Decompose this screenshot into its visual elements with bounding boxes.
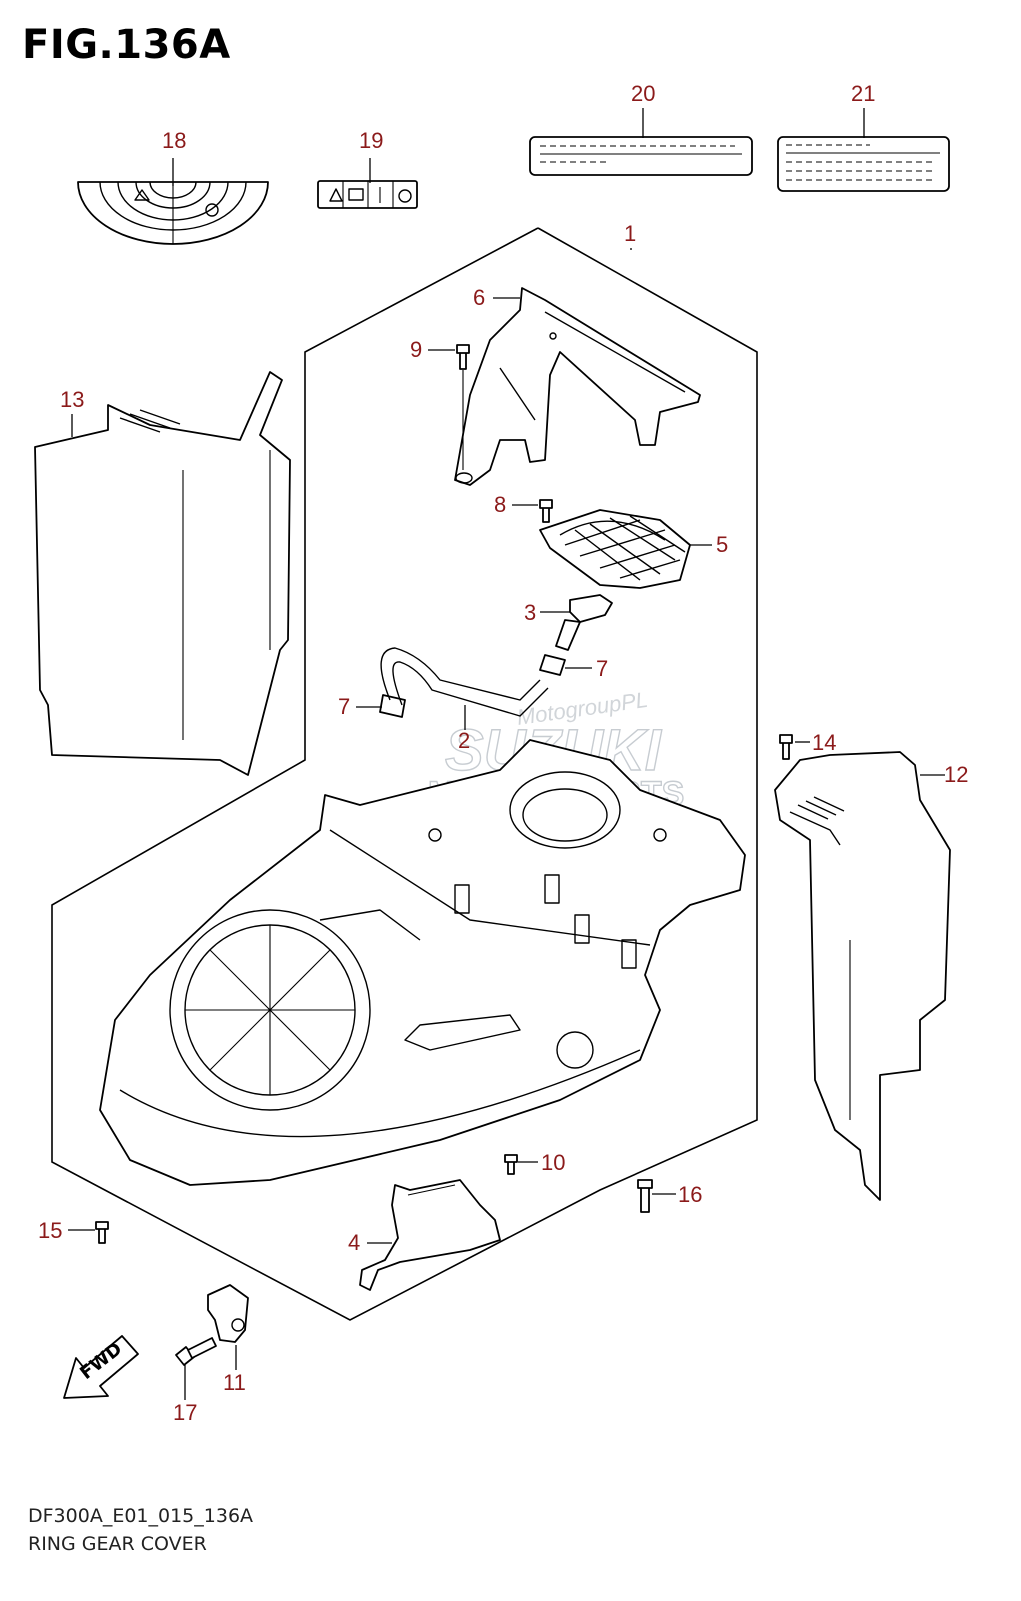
callout-17: 17: [173, 1400, 197, 1425]
callout-16: 16: [678, 1182, 702, 1207]
callout-7-upper: 7: [596, 656, 608, 681]
callout-21: 21: [851, 81, 875, 106]
callout-19: 19: [359, 128, 383, 153]
callout-2: 2: [458, 728, 470, 753]
part-4-bracket: [359, 1179, 501, 1291]
part-5-grille-cover: [539, 509, 691, 589]
callout-10: 10: [541, 1150, 565, 1175]
callout-5: 5: [716, 532, 728, 557]
figure-title: FIG.136A: [22, 22, 231, 68]
callout-14: 14: [812, 730, 836, 755]
part-15-bolt: [95, 1221, 109, 1244]
callout-13: 13: [60, 387, 84, 412]
callout-4: 4: [348, 1230, 360, 1255]
callout-15: 15: [38, 1218, 62, 1243]
callout-7-lower: 7: [338, 694, 350, 719]
part-16-bolt: [637, 1179, 653, 1213]
part-14-bolt: [779, 734, 793, 760]
callout-12: 12: [944, 762, 968, 787]
ring-gear-cover-body: [99, 739, 746, 1186]
assembly-outline: [51, 227, 758, 1321]
callout-20: 20: [631, 81, 655, 106]
part-17-bolt: [175, 1337, 217, 1366]
leader-lines: [68, 108, 945, 1400]
part-11-joint: [207, 1284, 249, 1343]
callout-3: 3: [524, 600, 536, 625]
callout-1: 1: [624, 221, 636, 246]
part-6-top-cover: [454, 287, 701, 486]
figure-code: DF300A_E01_015_136A: [28, 1505, 254, 1527]
part-8-bolt: [539, 499, 553, 523]
part-7-clamp-upper: [539, 654, 566, 676]
part-9-bolt: [456, 344, 470, 470]
fwd-arrow: FWD: [63, 1335, 139, 1399]
part-12-side-duct: [774, 751, 951, 1201]
callout-11: 11: [223, 1370, 246, 1395]
part-2-hose: [380, 647, 549, 717]
part-21-plate: [777, 136, 950, 192]
callout-18: 18: [162, 128, 186, 153]
callout-9: 9: [410, 337, 422, 362]
part-13-side-duct: [34, 371, 291, 776]
callout-6: 6: [473, 285, 485, 310]
part-18-decal: [77, 181, 269, 245]
figure-name: RING GEAR COVER: [28, 1533, 207, 1555]
part-20-plate: [529, 136, 753, 176]
part-19-warning-label: [317, 180, 418, 209]
part-3-fitting: [555, 594, 613, 651]
part-10-screw: [504, 1154, 518, 1175]
callout-8: 8: [494, 492, 506, 517]
callouts: 18 19 20 21 1 6 9 13 8 5 3 7 7 2 14 12 1…: [38, 81, 968, 1425]
part-7-clamp-lower: [379, 694, 406, 718]
